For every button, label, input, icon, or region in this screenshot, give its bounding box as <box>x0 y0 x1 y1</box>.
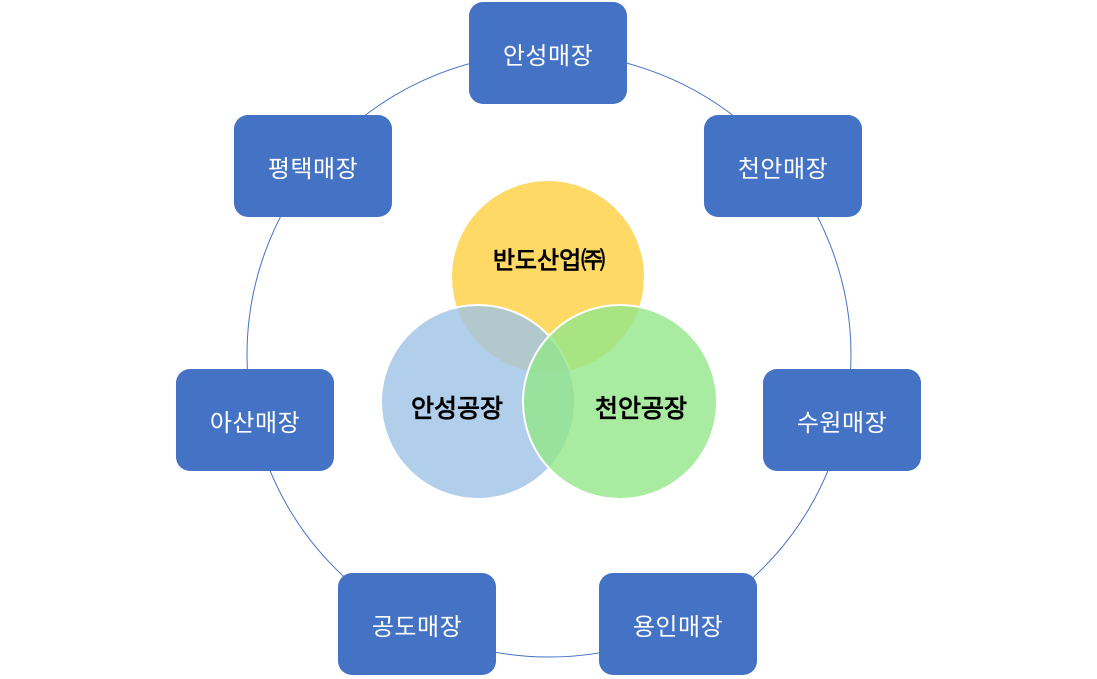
store-box-yongin[interactable]: 용인매장 <box>599 573 757 675</box>
store-box-gongdo[interactable]: 공도매장 <box>338 573 496 675</box>
anseong-plant-label: 안성공장 <box>410 394 504 423</box>
store-box-pyeongtaek[interactable]: 평택매장 <box>234 115 392 217</box>
store-box-cheonan[interactable]: 천안매장 <box>704 115 862 217</box>
store-box-suwon[interactable]: 수원매장 <box>763 369 921 471</box>
store-box-asan[interactable]: 아산매장 <box>176 369 334 471</box>
cheonan-plant-label: 천안공장 <box>594 394 688 423</box>
store-box-anseong[interactable]: 안성매장 <box>469 2 627 104</box>
company-label: 반도산업㈜ <box>492 246 606 275</box>
cheonan-plant-circle <box>522 304 718 500</box>
